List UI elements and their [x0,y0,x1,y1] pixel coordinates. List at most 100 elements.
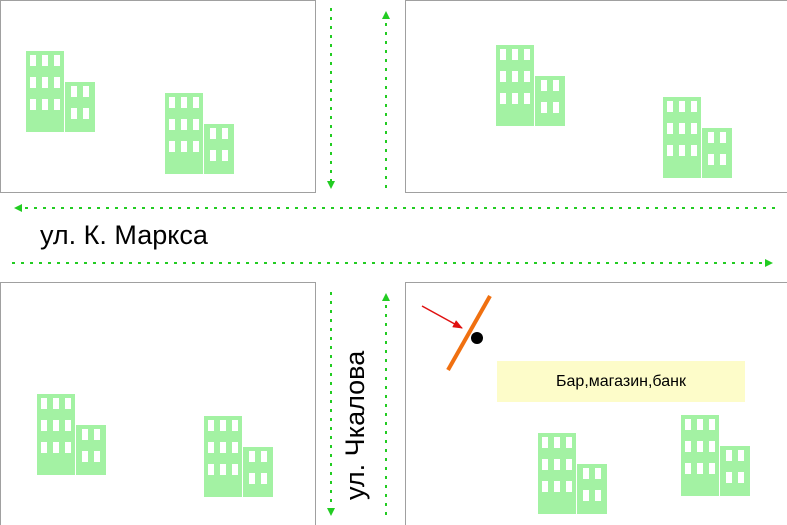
window [83,86,89,97]
window [554,481,560,492]
window [566,437,572,448]
window [667,101,673,112]
window [679,101,685,112]
location-point [471,332,483,344]
window [30,55,36,66]
pointer-arrow [421,305,463,329]
window [54,55,60,66]
window [566,459,572,470]
window [553,80,559,91]
building-icon [538,433,607,514]
window [583,468,589,479]
window [541,80,547,91]
building-short-part [65,82,95,132]
window [708,154,714,165]
window [691,123,697,134]
window [720,154,726,165]
window [524,49,530,60]
window [65,442,71,453]
window [708,132,714,143]
building-short-part [204,124,234,174]
building-icon [663,97,732,178]
window [41,420,47,431]
window [542,437,548,448]
window [71,108,77,119]
window [94,429,100,440]
window [41,442,47,453]
window [41,398,47,409]
window [169,141,175,152]
window [53,420,59,431]
window [553,102,559,113]
building-icon [204,416,273,497]
building-short-part [76,425,106,475]
window [697,419,703,430]
window [697,441,703,452]
building-short-part [720,446,750,496]
window [595,468,601,479]
window [512,71,518,82]
window [691,145,697,156]
window [222,150,228,161]
window [181,119,187,130]
window [249,451,255,462]
window [54,77,60,88]
window [54,99,60,110]
window [679,123,685,134]
window [30,99,36,110]
building-short-part [577,464,607,514]
window [554,437,560,448]
window [83,108,89,119]
barrier-line [446,295,492,371]
window [249,473,255,484]
window [220,442,226,453]
window [738,472,744,483]
window [261,451,267,462]
window [53,398,59,409]
window [208,420,214,431]
window [42,55,48,66]
building-icon [165,93,234,174]
window [542,459,548,470]
window [726,450,732,461]
window [232,464,238,475]
window [709,463,715,474]
window [65,398,71,409]
building-icon [496,45,565,126]
window [82,451,88,462]
window [181,141,187,152]
window [71,86,77,97]
window [500,71,506,82]
window [82,429,88,440]
window [738,450,744,461]
building-icon [681,415,750,496]
window [210,150,216,161]
window [512,93,518,104]
window [524,71,530,82]
building-icon [37,394,106,475]
window [500,93,506,104]
window [220,420,226,431]
street-label-marx: ул. К. Маркса [40,220,208,250]
window [595,490,601,501]
window [220,464,226,475]
window [193,141,199,152]
window [169,97,175,108]
window [691,101,697,112]
window [685,419,691,430]
window [42,99,48,110]
window [169,119,175,130]
window [697,463,703,474]
window [232,420,238,431]
window [566,481,572,492]
window [667,145,673,156]
window [679,145,685,156]
building-short-part [535,76,565,126]
window [210,128,216,139]
window [726,472,732,483]
window [53,442,59,453]
window [720,132,726,143]
window [667,123,673,134]
window [500,49,506,60]
window [512,49,518,60]
